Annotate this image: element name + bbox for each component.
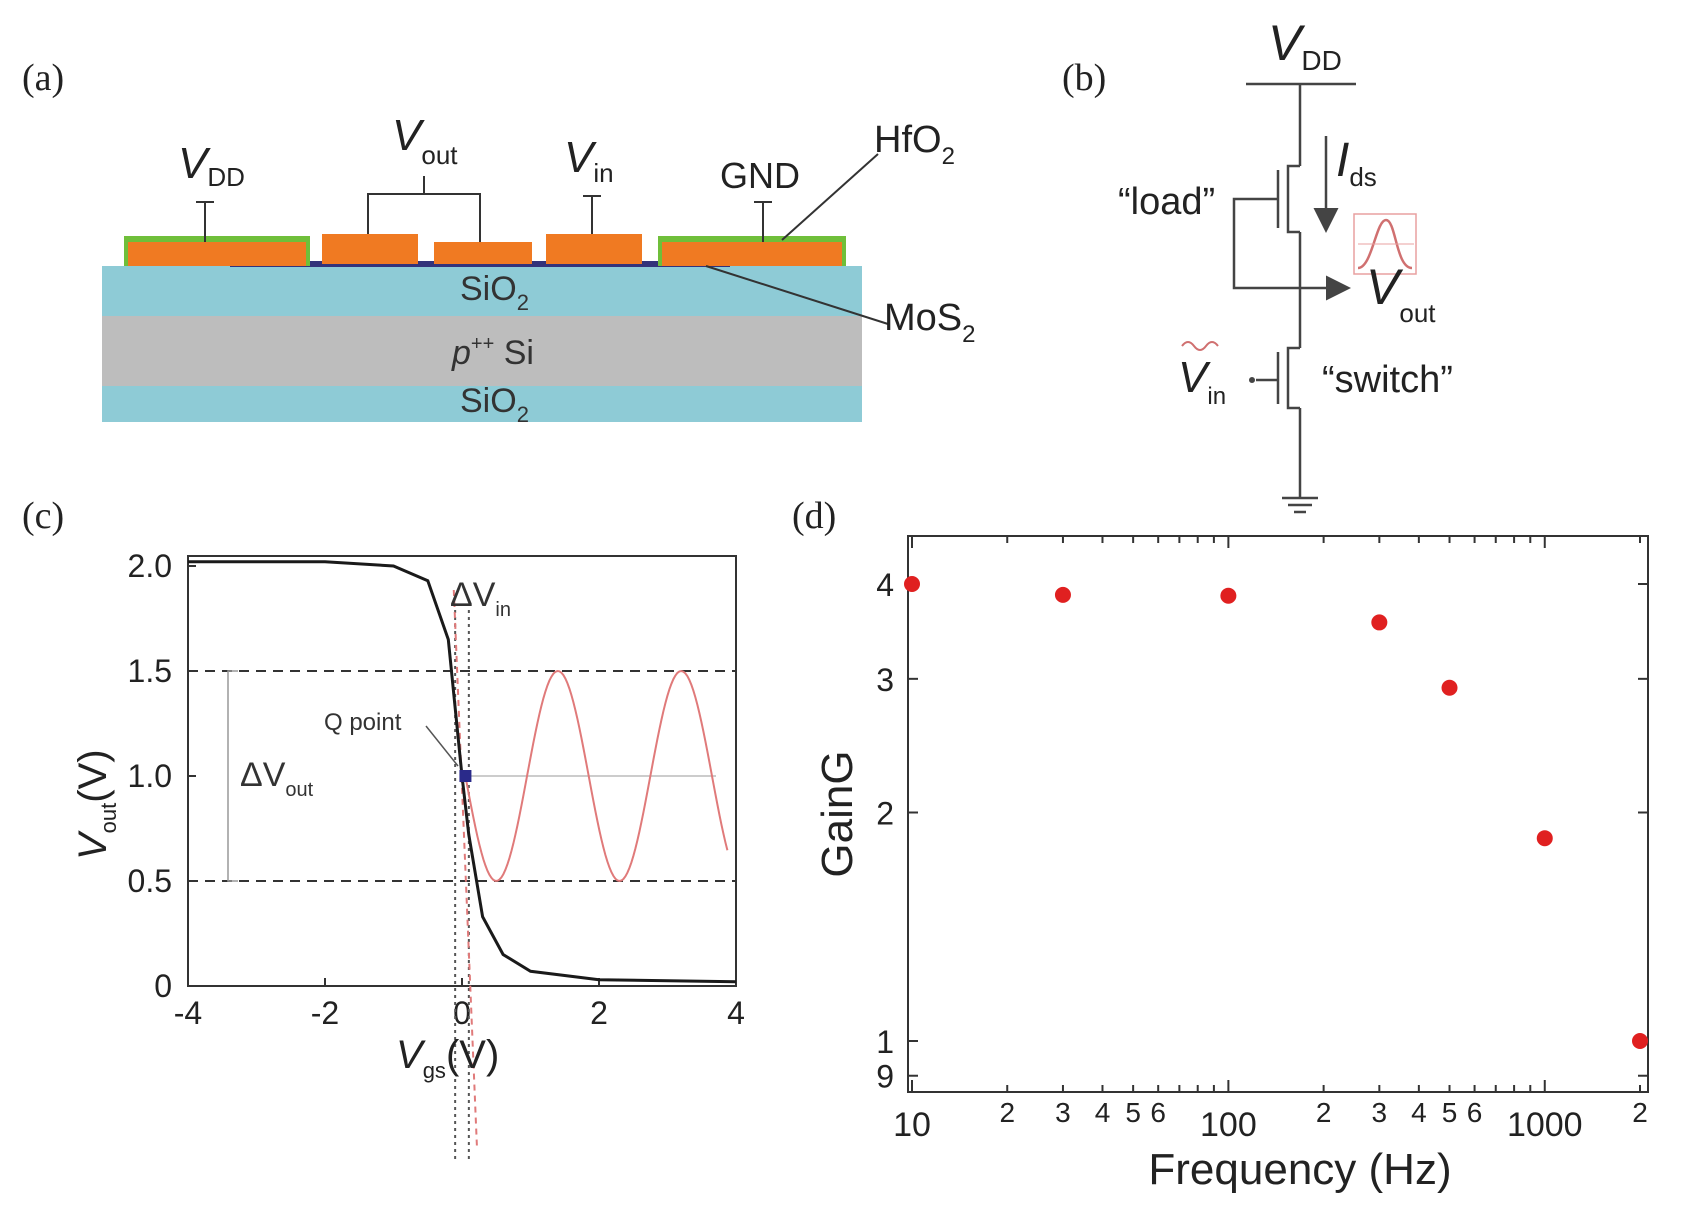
vout-label-b: Vout [1366, 259, 1436, 328]
x-tick-label-d: 2 [999, 1097, 1015, 1128]
input-sine-icon [1181, 341, 1219, 351]
q-point-pointer [425, 725, 459, 767]
y-tick-label-c: 1.0 [128, 758, 172, 794]
x-tick-label-d: 2 [1316, 1097, 1332, 1128]
q-point-marker [459, 770, 472, 782]
x-tick-label-d: 5 [1125, 1097, 1141, 1128]
gain-point [904, 576, 920, 592]
x-axis-label-d: Frequency (Hz) [1148, 1145, 1451, 1194]
x-tick-label-d: 10 [893, 1106, 931, 1144]
vin-label-b: Vin [1178, 353, 1226, 410]
panel-a: (a) VDD Vout Vin GND HfO2 [22, 57, 976, 427]
ids-label: Ids [1336, 134, 1377, 192]
delta-vout-label: ΔVout [240, 756, 314, 801]
sio2-bottom-label: SiO2 [460, 382, 529, 427]
x-tick-label-d: 5 [1442, 1097, 1458, 1128]
gain-point [1220, 587, 1237, 604]
y-tick-label-c: 2.0 [128, 548, 172, 584]
electrode-vin [546, 234, 642, 264]
y-tick-label-c: 0.5 [128, 863, 172, 899]
p-si-label: p++ Si [451, 333, 534, 372]
y-tick-label-d: 2 [876, 796, 894, 832]
x-tick-label-d: 3 [1055, 1097, 1071, 1128]
x-tick-label-c: -4 [174, 995, 202, 1031]
x-tick-label-d: 6 [1150, 1097, 1166, 1128]
x-tick-label-d: 4 [1411, 1097, 1427, 1128]
panel-b: (b) VDD [1062, 15, 1453, 514]
x-tick-label-d: 2 [1632, 1097, 1648, 1128]
vout-label-a: Vout [392, 111, 458, 170]
x-tick-label-c: -2 [311, 995, 339, 1031]
x-tick-label-d: 1000 [1507, 1106, 1583, 1144]
sio2-top-label: SiO2 [460, 270, 529, 315]
gain-point [1371, 614, 1388, 631]
y-tick-label-d: 1 [876, 1024, 894, 1060]
x-tick-label-c: 4 [727, 995, 745, 1031]
electrode-vout-left [322, 234, 418, 264]
y-tick-label-d: 3 [876, 662, 894, 698]
electrode-vdd [128, 242, 306, 266]
x-axis-label-c: Vgs(V) [396, 1033, 499, 1083]
y-tick-label-c: 0 [154, 968, 172, 1004]
load-label: “load” [1118, 181, 1215, 223]
vdd-label-b: VDD [1268, 15, 1342, 76]
panel-b-label: (b) [1062, 57, 1106, 99]
y-tick-label-c: 1.5 [128, 653, 172, 689]
x-tick-label-d: 6 [1467, 1097, 1483, 1128]
y-axis-label-c: Vout(V) [71, 749, 121, 860]
output-sine-icon [1353, 213, 1417, 275]
guide-lines-c [188, 589, 736, 1160]
vin-label-a: Vin [564, 133, 614, 188]
plot-frame-d [907, 535, 1649, 1093]
switch-label: “switch” [1322, 359, 1453, 401]
x-tick-label-d: 3 [1372, 1097, 1388, 1128]
electrode-vout-right [434, 242, 532, 264]
hfo2-label: HfO2 [874, 119, 955, 170]
panel-c-label: (c) [22, 495, 64, 537]
transfer-curve [188, 560, 737, 984]
x-tick-label-c: 2 [590, 995, 608, 1031]
gain-point [1054, 586, 1071, 603]
y-axis-label-d: GainG [813, 750, 862, 877]
delta-vin-label: ΔVin [450, 576, 511, 621]
electrode-gnd [662, 242, 842, 266]
mos2-label: MoS2 [884, 297, 976, 348]
input-sine-guide [452, 589, 479, 1151]
y-tick-label-d: 9 [876, 1059, 894, 1095]
x-tick-label-c: 0 [453, 995, 471, 1031]
vdd-label: VDD [178, 139, 245, 192]
y-tick-label-d: 4 [876, 567, 894, 603]
gain-point [1536, 830, 1553, 847]
gnd-label: GND [720, 155, 800, 196]
output-sine-wave [464, 669, 729, 883]
contact-leads [196, 153, 889, 325]
circuit-wires [1232, 82, 1356, 514]
panel-d-label: (d) [792, 495, 836, 537]
q-point-label: Q point [324, 709, 402, 736]
gate-dot [1249, 377, 1255, 383]
gain-points [904, 576, 1648, 1049]
delta-vout-bracket [227, 670, 238, 882]
sio2-bottom-layer [102, 386, 862, 422]
p-si-layer [102, 316, 862, 386]
panel-c: (c) -4 -2 0 2 4 0 0.5 1.0 1.5 2.0 Q point ΔVin ΔV… [22, 495, 745, 1160]
x-tick-label-d: 100 [1200, 1106, 1257, 1144]
x-tick-label-d: 4 [1095, 1097, 1111, 1128]
panel-a-label: (a) [22, 57, 64, 99]
axis-ticks-c: -4 -2 0 2 4 0 0.5 1.0 1.5 2.0 [128, 548, 745, 1031]
gain-point [1632, 1033, 1648, 1049]
gain-point [1441, 679, 1458, 696]
